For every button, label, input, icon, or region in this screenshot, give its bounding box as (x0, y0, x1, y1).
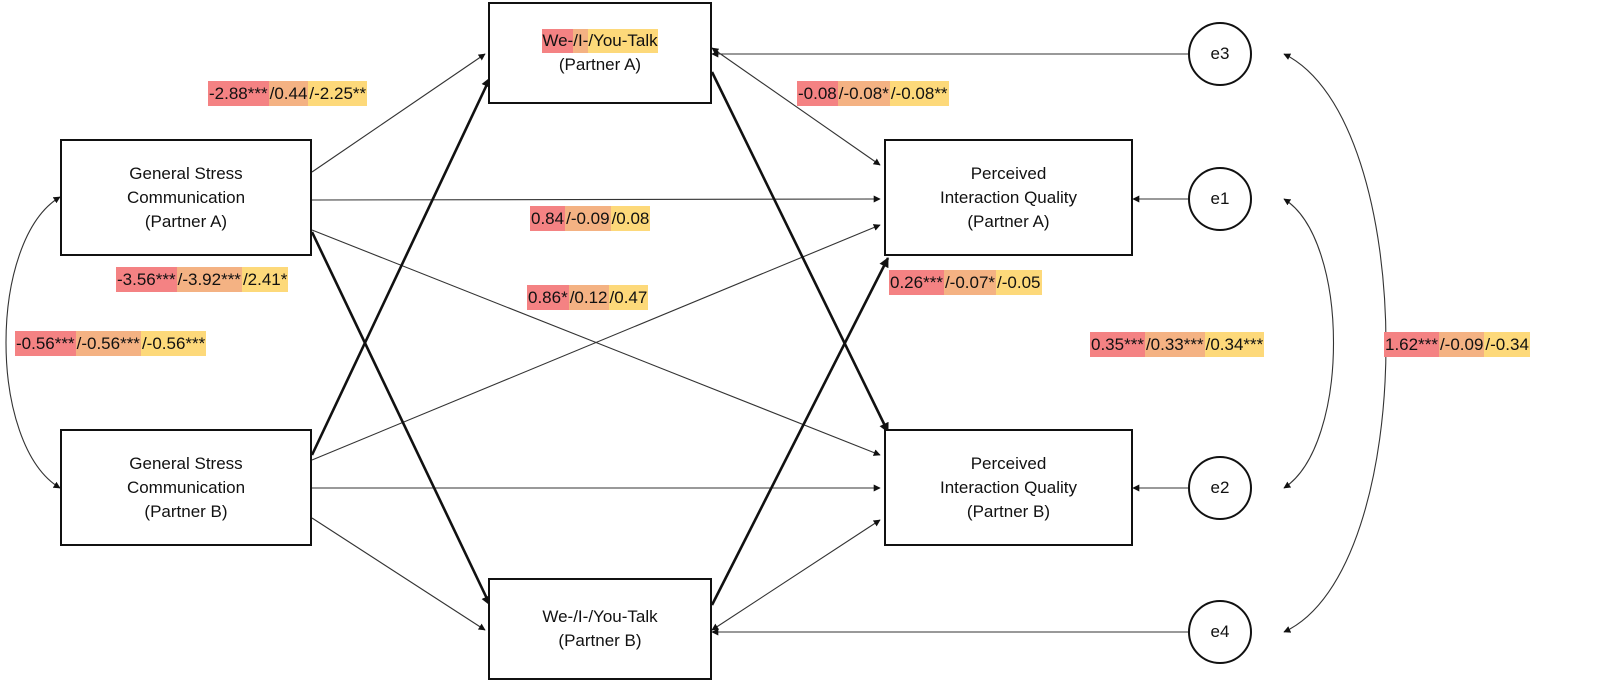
coef-segment: /-0.56*** (75, 331, 141, 356)
node-talk-a: We-/I-/You-Talk (Partner A) (488, 2, 712, 104)
coef-segment: /0.34*** (1204, 332, 1265, 357)
node-quality-b: Perceived Interaction Quality (Partner B… (884, 429, 1133, 546)
node-talk-b-line-2: (Partner B) (558, 631, 642, 650)
node-quality-b-line-1: Perceived (970, 453, 1047, 473)
error-e4: e4 (1188, 600, 1252, 664)
coef-segment: -3.56*** (116, 267, 177, 292)
label-quality-residual-covariance: 0.35***/0.33***/0.34*** (1090, 332, 1265, 357)
covariance-e1-e2 (1283, 198, 1335, 489)
node-quality-a-line-2: Interaction Quality (939, 187, 1077, 207)
coef-segment: /2.41* (241, 267, 289, 292)
coef-segment: /-0.08* (837, 81, 890, 106)
coef-segment: -2.88*** (208, 81, 269, 106)
path-talk-b-to-quality-a (710, 257, 890, 606)
node-talk-a-partner: (Partner A) (558, 55, 642, 74)
coef-segment: 0.35*** (1090, 332, 1145, 357)
label-stress-covariance: -0.56***/-0.56***/-0.56*** (15, 331, 207, 356)
label-stress-to-talk-partner: -3.56***/-3.92***/2.41* (116, 267, 289, 292)
node-stress-b-line-2: Communication (126, 477, 246, 497)
coef-segment: /-0.07* (943, 270, 997, 295)
label-stress-to-quality-partner: 0.86*/0.12/0.47 (527, 285, 649, 310)
node-stress-b-line-1: General Stress (129, 453, 243, 473)
error-e3: e3 (1188, 22, 1252, 86)
coef-segment: /-0.05 (996, 270, 1042, 295)
node-quality-a-line-3: (Partner A) (967, 211, 1050, 231)
coef-segment: 0.86* (527, 285, 569, 310)
node-stress-b: General Stress Communication (Partner B) (60, 429, 312, 546)
label-talk-residual-covariance: 1.62***/-0.09/-0.34 (1384, 332, 1530, 357)
node-talk-a-title: We-/I-/You-Talk (542, 29, 658, 53)
node-stress-a-line-2: Communication (126, 187, 246, 207)
coef-segment: /-3.92*** (176, 267, 242, 292)
coef-segment: /-0.34 (1484, 332, 1530, 357)
coef-segment: /0.08 (610, 206, 651, 231)
coef-segment: /0.47 (608, 285, 649, 310)
path-talk-a-to-quality-b (710, 71, 890, 433)
path-stress-a-to-talk-a (311, 53, 486, 173)
label-talk-to-quality-partner: 0.26***/-0.07*/-0.05 (889, 270, 1042, 295)
coef-segment: /-0.09 (1438, 332, 1485, 357)
coef-segment: 0.26*** (889, 270, 944, 295)
coef-segment: /0.44 (268, 81, 309, 106)
coef-segment: -0.56*** (15, 331, 76, 356)
path-stress-b-to-talk-b (311, 517, 486, 631)
covariance-stress (5, 196, 61, 489)
covariance-e3-e4 (1283, 53, 1387, 633)
node-stress-a: General Stress Communication (Partner A) (60, 139, 312, 256)
node-stress-b-line-3: (Partner B) (144, 501, 228, 521)
label-stress-to-talk-actor: -2.88***/0.44/-2.25** (208, 81, 368, 106)
coef-segment: 1.62*** (1384, 332, 1439, 357)
talk-a-you-segment: /You-Talk (588, 29, 658, 53)
coef-segment: 0.84 (530, 206, 566, 231)
path-stress-a-to-talk-b (310, 231, 492, 606)
coef-segment: /-0.09 (565, 206, 611, 231)
node-quality-b-line-3: (Partner B) (966, 501, 1051, 521)
talk-a-we-segment: We- (542, 29, 574, 53)
coef-segment: -0.08 (797, 81, 838, 106)
path-stress-b-to-talk-a (310, 77, 492, 456)
path-talk-b-to-quality-b (711, 519, 881, 631)
path-talk-a-to-quality-a (711, 47, 881, 166)
path-stress-a-to-quality-a (311, 195, 881, 203)
node-quality-a: Perceived Interaction Quality (Partner A… (884, 139, 1133, 256)
path-stress-b-to-quality-a (311, 224, 881, 461)
node-stress-a-line-1: General Stress (129, 163, 243, 183)
coef-segment: /-2.25** (308, 81, 368, 106)
coef-segment: /0.33*** (1144, 332, 1205, 357)
error-e2: e2 (1188, 456, 1252, 520)
label-talk-to-quality-actor: -0.08/-0.08*/-0.08** (797, 81, 949, 106)
node-talk-b: We-/I-/You-Talk (Partner B) (488, 578, 712, 680)
coef-segment: /-0.56*** (140, 331, 207, 356)
node-stress-a-line-3: (Partner A) (144, 211, 228, 231)
label-stress-to-quality-actor: 0.84/-0.09/0.08 (530, 206, 651, 231)
talk-a-i-segment: /I- (573, 29, 589, 53)
node-talk-b-line-1: We-/I-/You-Talk (542, 607, 658, 626)
coef-segment: /-0.08** (889, 81, 949, 106)
node-quality-a-line-1: Perceived (970, 163, 1047, 183)
coef-segment: /0.12 (568, 285, 609, 310)
error-e1: e1 (1188, 167, 1252, 231)
node-quality-b-line-2: Interaction Quality (939, 477, 1077, 497)
